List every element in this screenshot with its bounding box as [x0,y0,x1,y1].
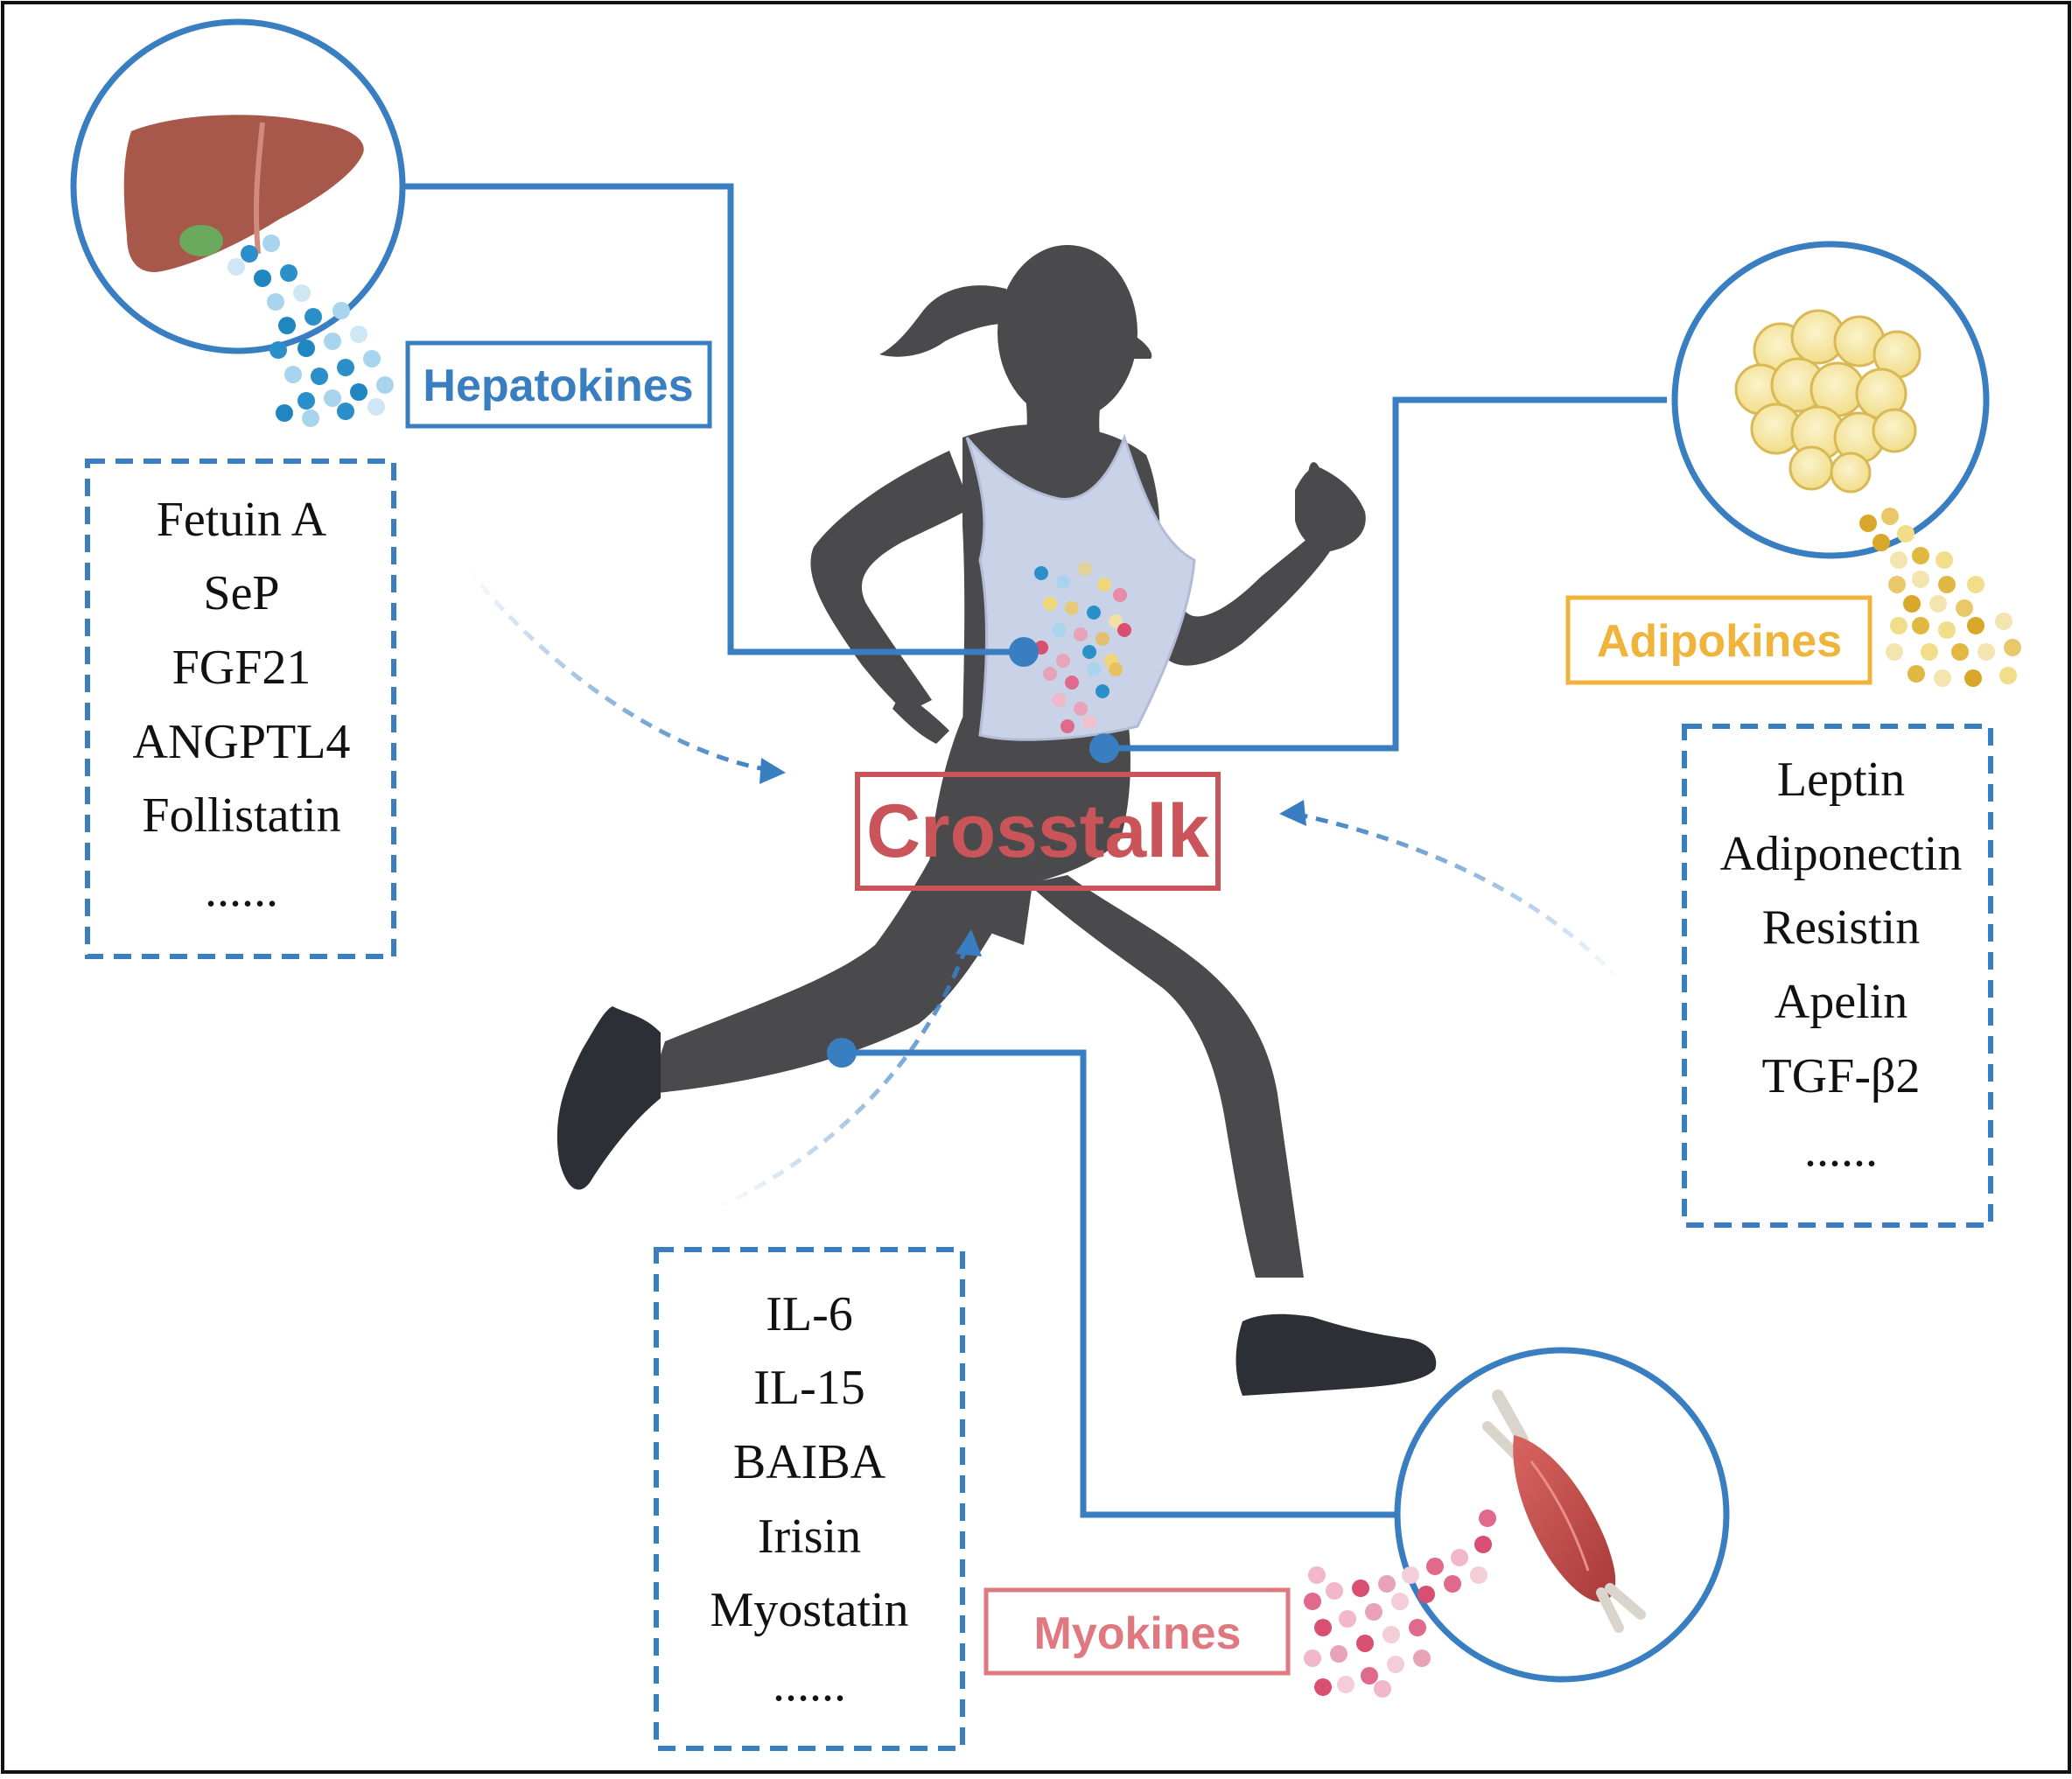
hepatokine-item: Follistatin [142,788,340,843]
crosstalk-arrows [466,567,1620,1210]
fat-cells-icon [1734,309,1922,494]
myokine-item: ...... [773,1657,846,1712]
myokine-item: IL-6 [766,1287,853,1341]
liver-icon [123,115,364,272]
hepatokines-label-box [405,340,712,429]
hepatokine-item: SeP [203,566,279,620]
adipokines-arrow [1294,811,1620,982]
myokine-item: IL-15 [753,1361,865,1415]
adipokine-item: TGF-β2 [1762,1049,1921,1103]
arrowhead-icon [760,758,786,784]
adipokines-connector-dot [1089,733,1119,763]
myokine-item: BAIBA [733,1435,886,1489]
hepatokine-item: ANGPTL4 [133,715,351,769]
myokines-arrow [716,944,970,1210]
adipokines-list: Leptin Adiponectin Resistin Apelin TGF-β… [1720,753,1963,1177]
arrowhead-icon [1279,800,1306,826]
hepatokine-item: FGF21 [172,641,312,695]
adipokines-label-box [1565,595,1872,685]
muscle-icon [1482,1390,1646,1633]
hepatokine-item: Fetuin A [157,493,327,547]
crosstalk-box [855,772,1221,891]
liver-circle [70,18,406,354]
muscle-circle [1394,1347,1730,1683]
adipokine-item: Adiponectin [1720,827,1963,881]
crosstalk-label: Crosstalk [866,789,1209,873]
hepatokines-arrow [466,567,771,773]
adipokines-connector [1104,396,1667,752]
adipokine-item: Apelin [1774,975,1908,1029]
myokines-connector [842,1049,1396,1518]
adipokine-item: Resistin [1762,900,1920,955]
hepatokines-connector-dot [1009,637,1039,667]
hepatokine-item: ...... [205,863,278,917]
myokines-list-box [654,1247,965,1751]
myokines-label: Myokines [1034,1608,1242,1659]
liver-particles [228,235,394,427]
myokines-label-box [984,1587,1291,1676]
adipokines-list-box [1682,724,1993,1228]
shirt-particles [1034,562,1131,733]
hepatokines-label: Hepatokines [423,361,693,411]
muscle-particles [1304,1509,1496,1698]
adipokines-label: Adipokines [1597,616,1842,667]
myokine-item: Myostatin [710,1583,908,1637]
connector-lines [405,183,1667,1518]
myokine-item: Irisin [758,1509,861,1564]
myokines-list: IL-6 IL-15 BAIBA Irisin Myostatin ...... [710,1287,908,1712]
fat-particles [1859,508,2021,687]
arrowhead-icon [956,929,982,956]
adipokine-item: Leptin [1777,753,1905,807]
adipokine-item: ...... [1804,1123,1878,1177]
hepatokines-connector [405,183,1024,655]
fat-circle [1671,241,1990,559]
myokines-connector-dot [827,1038,857,1068]
hepatokines-list-box [85,459,396,959]
hepatokines-list: Fetuin A SeP FGF21 ANGPTL4 Follistatin .… [133,493,351,917]
